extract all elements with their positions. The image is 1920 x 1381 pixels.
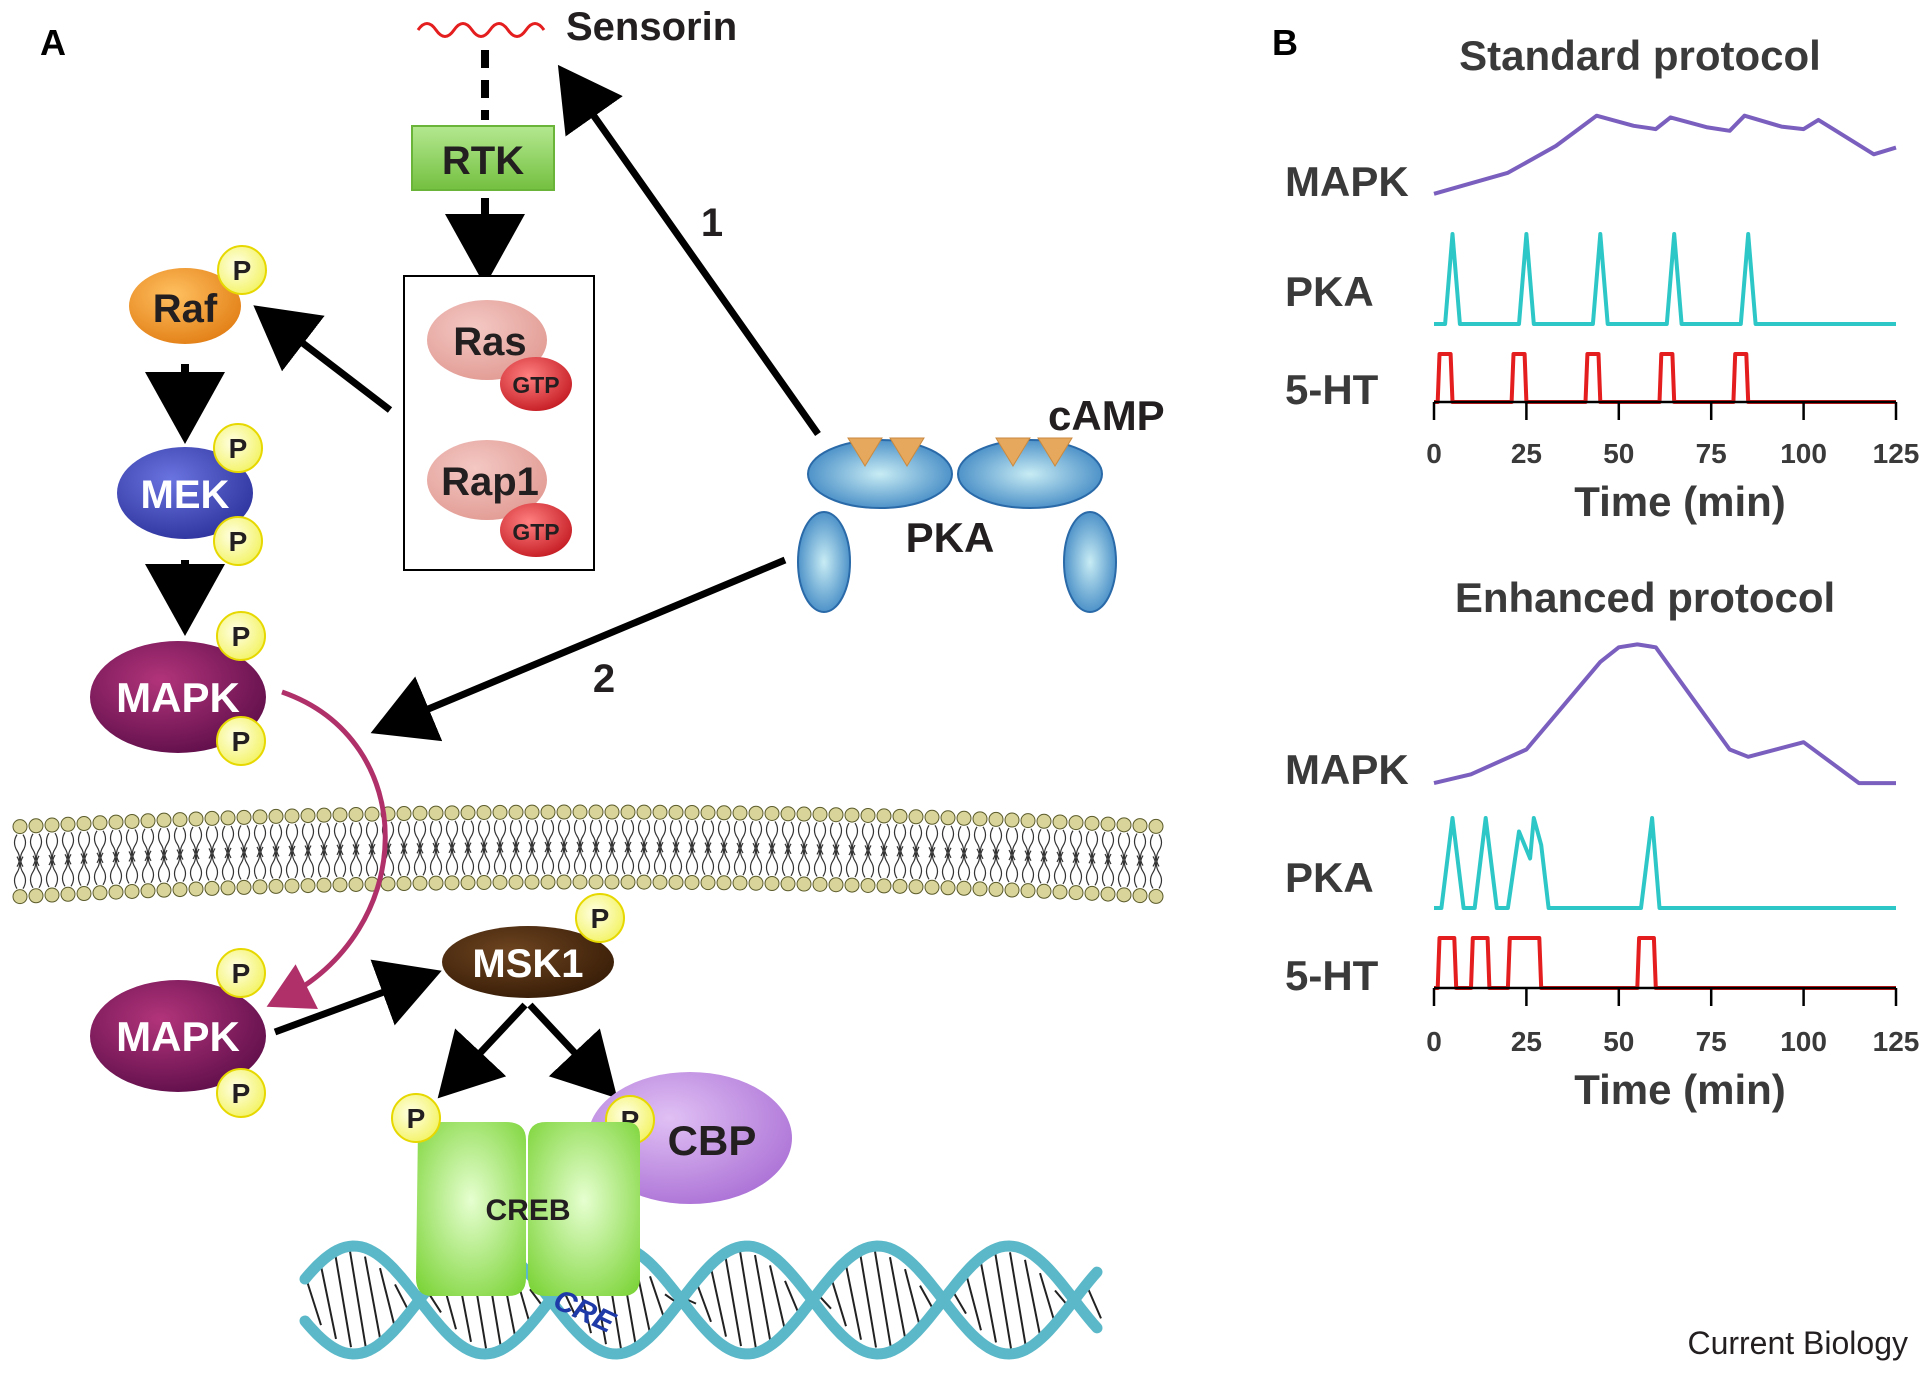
ras-gtp-shape <box>500 357 572 411</box>
rap1-gtp-label: GTP <box>512 519 559 545</box>
mapk-top-label: MAPK <box>116 674 240 721</box>
row-label-5ht: 5-HT <box>1285 366 1379 413</box>
x-tick-label: 0 <box>1426 1026 1442 1057</box>
sensorin-label: Sensorin <box>566 5 737 49</box>
raf-shape <box>129 268 241 344</box>
x-tick-label: 0 <box>1426 438 1442 469</box>
msk1-to-cbp-arrow <box>527 1002 618 1099</box>
rap1-label: Rap1 <box>441 460 539 504</box>
rtk-label: RTK <box>442 139 524 183</box>
series-line-mapk <box>1433 113 1897 196</box>
ras-shape <box>427 300 547 380</box>
pka-complex <box>797 439 1117 613</box>
raf-phospho: P <box>217 245 267 295</box>
svg-text:P: P <box>591 903 610 934</box>
camp-label: cAMP <box>1048 392 1165 439</box>
arrow-1-label: 1 <box>701 201 723 245</box>
x-tick-label: 100 <box>1780 1026 1827 1057</box>
panel-a-label: A <box>40 22 66 63</box>
panel-b-label: B <box>1272 22 1298 63</box>
mek-label: MEK <box>141 473 230 517</box>
raf-label: Raf <box>153 287 218 331</box>
x-tick-label: 100 <box>1780 438 1827 469</box>
cell-membrane <box>12 804 1164 905</box>
row-label-mapk: MAPK <box>1285 746 1409 793</box>
x-tick-label: 25 <box>1511 1026 1542 1057</box>
enhanced-protocol-chart: Enhanced protocol MAPK PKA 5-HT 0 25 50 75 1… <box>1285 574 1919 1113</box>
mek-phospho-bottom: P <box>213 516 263 566</box>
pka-to-membrane-arrow <box>370 556 787 742</box>
mapk-translocation-arrow <box>266 689 388 1009</box>
x-axis-label: Time (min) <box>1574 1066 1786 1113</box>
cbp-label: CBP <box>668 1117 757 1164</box>
camp-triangles <box>847 437 1073 467</box>
rtk-box <box>411 125 555 191</box>
series-line-mapk <box>1433 642 1896 786</box>
mek-shape <box>117 447 253 539</box>
series-line-5-ht <box>1434 936 1896 990</box>
mapk-top-phospho-bottom: P <box>216 716 266 766</box>
series-line-pka <box>1434 232 1896 326</box>
row-label-pka: PKA <box>1285 854 1374 901</box>
standard-protocol-chart: Standard protocol MAPK PKA 5-HT 0 25 50 75 1… <box>1285 32 1919 525</box>
pka-label: PKA <box>906 514 995 561</box>
msk1-phospho: P <box>575 893 625 943</box>
ras-label: Ras <box>453 320 526 364</box>
mapk-bottom-label: MAPK <box>116 1013 240 1060</box>
chart-title: Enhanced protocol <box>1455 574 1835 621</box>
row-label-5ht: 5-HT <box>1285 952 1379 999</box>
x-tick-label: 125 <box>1873 1026 1920 1057</box>
ras-gtp-label: GTP <box>512 372 559 398</box>
mek-phospho-top: P <box>213 423 263 473</box>
svg-text:P: P <box>229 433 248 464</box>
rap1-shape <box>427 440 547 520</box>
series-line-5-ht <box>1434 352 1896 404</box>
creb-phospho: P <box>391 1093 441 1143</box>
creb-dimer <box>416 1122 640 1296</box>
svg-text:P: P <box>232 726 251 757</box>
svg-text:P: P <box>407 1103 426 1134</box>
x-tick-label: 75 <box>1696 438 1727 469</box>
row-label-mapk: MAPK <box>1285 158 1409 205</box>
x-tick-label: 50 <box>1603 438 1634 469</box>
x-axis-label: Time (min) <box>1574 478 1786 525</box>
series-line-pka <box>1434 816 1896 910</box>
x-tick-label: 75 <box>1696 1026 1727 1057</box>
mapk-to-msk1-arrow <box>273 959 442 1036</box>
x-tick-label: 50 <box>1603 1026 1634 1057</box>
mapk-bottom-phospho-bottom: P <box>216 1068 266 1118</box>
mapk-bottom-phospho-top: P <box>216 948 266 998</box>
x-tick-label: 125 <box>1873 438 1920 469</box>
creb-label: CREB <box>485 1194 570 1227</box>
journal-credit: Current Biology <box>1687 1325 1908 1361</box>
row-label-pka: PKA <box>1285 268 1374 315</box>
mapk-top-phospho-top: P <box>216 611 266 661</box>
arrow-2-label: 2 <box>593 657 615 701</box>
svg-text:P: P <box>233 255 252 286</box>
mapk-bottom-shape <box>90 980 266 1092</box>
sensorin-wave-icon <box>416 22 546 38</box>
msk1-to-creb-arrow <box>437 1002 528 1099</box>
svg-text:P: P <box>232 958 251 989</box>
ras-to-raf-arrow <box>253 305 393 413</box>
svg-text:P: P <box>232 621 251 652</box>
msk1-label: MSK1 <box>472 942 583 986</box>
rap1-gtp-shape <box>500 503 572 557</box>
pka-to-sensorin-arrow <box>557 64 821 437</box>
msk1-shape <box>442 926 614 998</box>
svg-text:P: P <box>229 526 248 557</box>
svg-text:P: P <box>232 1078 251 1109</box>
chart-title: Standard protocol <box>1459 32 1821 79</box>
x-tick-label: 25 <box>1511 438 1542 469</box>
